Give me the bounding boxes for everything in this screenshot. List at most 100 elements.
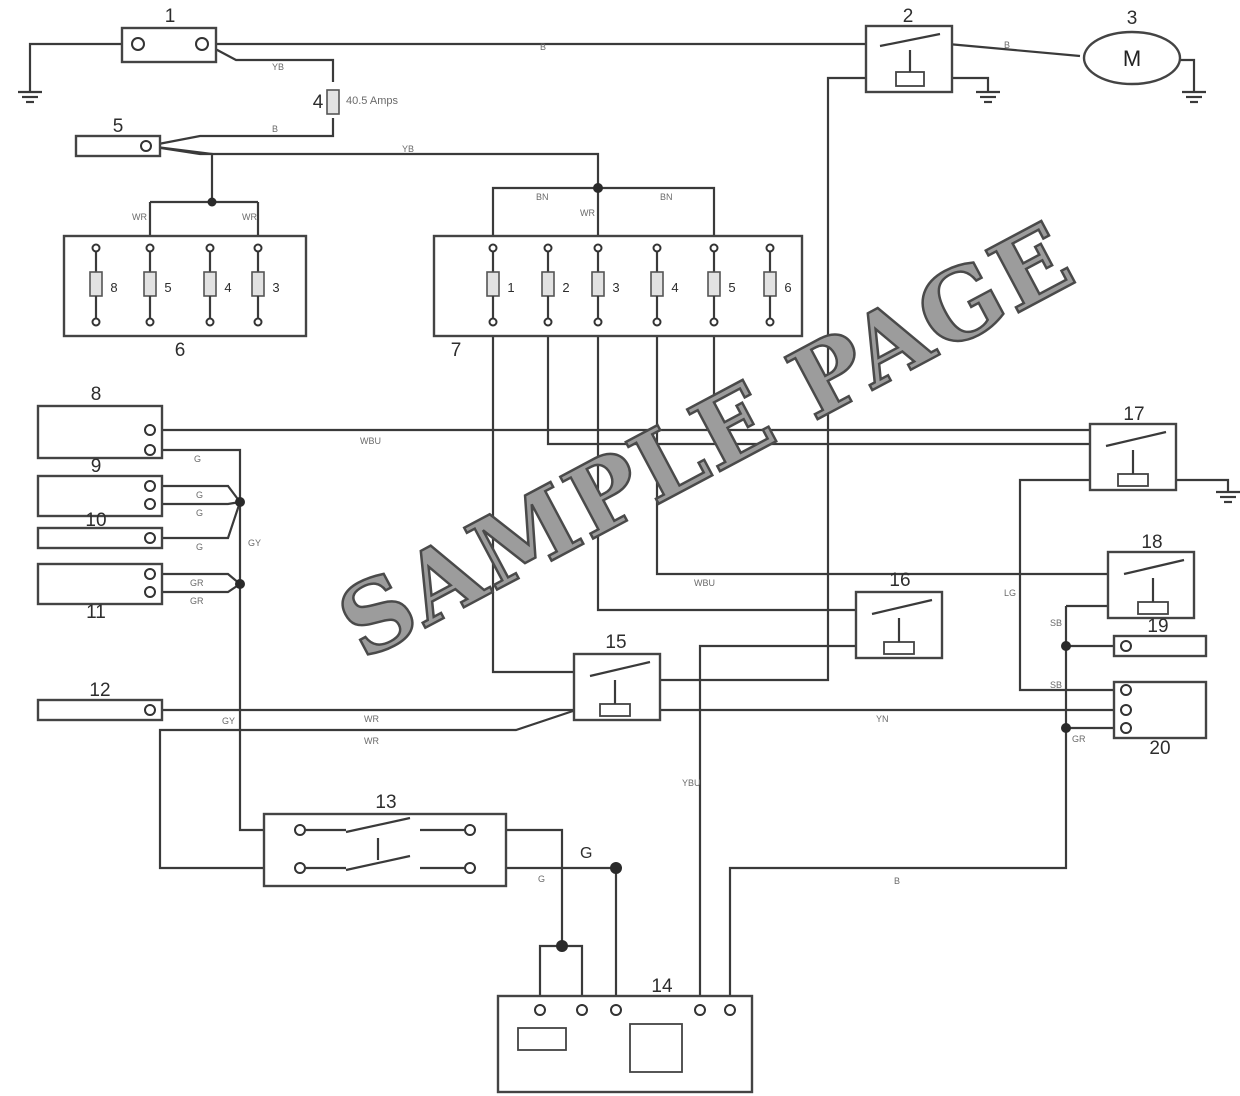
wire-code: G xyxy=(538,874,545,884)
fuse-body xyxy=(203,271,217,297)
wire-7-out-1 xyxy=(491,330,576,674)
junction-dot xyxy=(1061,723,1071,733)
wire-11a xyxy=(148,572,241,585)
terminal xyxy=(253,317,263,327)
relay-15-coil xyxy=(599,703,631,717)
terminal xyxy=(576,1004,588,1016)
label-component-3: 3 xyxy=(1127,8,1138,29)
wire-2-15 xyxy=(652,76,868,682)
label-component-2: 2 xyxy=(903,6,914,27)
terminal xyxy=(610,1004,622,1016)
terminal xyxy=(144,498,156,510)
terminal xyxy=(709,317,719,327)
terminal xyxy=(1120,722,1132,734)
wire-code: SB xyxy=(1050,618,1062,628)
wire-14-20 xyxy=(728,606,1068,1010)
relay-17-contact xyxy=(1105,430,1167,448)
fuse-body xyxy=(591,271,605,297)
terminal xyxy=(488,317,498,327)
relay-16-contact xyxy=(871,598,933,616)
junction-dot xyxy=(556,940,568,952)
fuse-body xyxy=(251,271,265,297)
fuse-body xyxy=(541,271,555,297)
terminal xyxy=(144,532,156,544)
terminal xyxy=(145,317,155,327)
label-component-1: 1 xyxy=(165,6,176,27)
terminal xyxy=(91,243,101,253)
wire-code: GR xyxy=(190,596,204,606)
ground-icon xyxy=(18,90,42,104)
terminal xyxy=(205,317,215,327)
fuse-body xyxy=(707,271,721,297)
terminal xyxy=(593,243,603,253)
label-component-14: 14 xyxy=(651,976,673,997)
junction-dot xyxy=(593,183,603,193)
component-19-box xyxy=(1112,634,1208,658)
relay-18-contact xyxy=(1123,558,1185,576)
wire-5-6 xyxy=(147,144,214,202)
wire-code: B xyxy=(1004,40,1010,50)
wire-code: GR xyxy=(190,578,204,588)
fuse: 3 xyxy=(251,243,280,327)
fuse-number: 3 xyxy=(612,280,619,295)
terminal xyxy=(144,568,156,580)
wire-code: G xyxy=(580,845,592,862)
terminal xyxy=(543,243,553,253)
wire-code: YB xyxy=(272,62,284,72)
component-12-box xyxy=(36,698,164,722)
components: M xyxy=(36,24,1208,1094)
fuse: 3 xyxy=(591,243,620,327)
label-component-8: 8 xyxy=(91,384,102,405)
component-4-fuse xyxy=(326,89,340,115)
switch-13-contact-b xyxy=(345,854,411,872)
terminal xyxy=(195,37,209,51)
wire-code: WR xyxy=(364,736,379,746)
wire-code: B xyxy=(272,124,278,134)
wire-9a xyxy=(148,484,241,503)
ground-symbols xyxy=(18,90,1240,504)
wire-code: G xyxy=(196,490,203,500)
component-5-box xyxy=(74,134,162,158)
wire-17-ground xyxy=(1174,478,1230,492)
wire-code: WR xyxy=(132,212,147,222)
junction-dot xyxy=(235,579,245,589)
terminal xyxy=(724,1004,736,1016)
fuse-number: 3 xyxy=(272,280,279,295)
label-component-7: 7 xyxy=(451,340,462,361)
wire-code: WR xyxy=(364,714,379,724)
fuse-number: 4 xyxy=(671,280,678,295)
fuse-number: 1 xyxy=(507,280,514,295)
wire-code: YN xyxy=(876,714,889,724)
fuse-number: 6 xyxy=(784,280,791,295)
wire-8-bus xyxy=(154,448,296,832)
label-component-18: 18 xyxy=(1141,532,1162,553)
fuse: 6 xyxy=(763,243,792,327)
wire-code: WR xyxy=(242,212,257,222)
wire-codes: B B YB B YB WR WR BN WR BN WBU G G G G G… xyxy=(132,40,1086,886)
terminal xyxy=(140,140,152,152)
label-component-16: 16 xyxy=(889,570,910,591)
wire-7-out-4 xyxy=(655,330,1112,576)
label-component-12: 12 xyxy=(89,680,110,701)
fuse-body xyxy=(89,271,103,297)
wire-code: B xyxy=(894,876,900,886)
component-14-switch xyxy=(629,1023,683,1073)
terminal xyxy=(765,243,775,253)
terminal xyxy=(765,317,775,327)
relay-16-coil xyxy=(883,641,915,655)
fuse: 8 xyxy=(89,243,118,327)
ground-icon xyxy=(1216,490,1240,504)
label-component-6: 6 xyxy=(175,340,186,361)
label-component-17: 17 xyxy=(1123,404,1144,425)
wire-2-3 xyxy=(947,42,1081,58)
relay-15-contact xyxy=(589,660,651,678)
fuse: 1 xyxy=(486,243,515,327)
terminal xyxy=(294,862,306,874)
relay-2-contact xyxy=(879,32,941,48)
wire-14-16 xyxy=(698,644,858,1010)
component-numbers: 1 2 3 4 5 6 7 8 9 10 11 12 13 14 15 16 1… xyxy=(85,6,1170,997)
label-component-13: 13 xyxy=(375,792,396,813)
wire-code: BN xyxy=(660,192,673,202)
